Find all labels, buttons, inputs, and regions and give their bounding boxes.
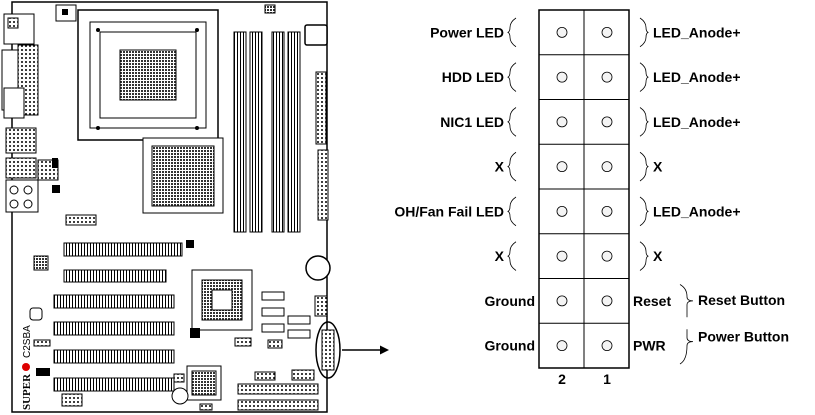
pin-1 [601, 26, 613, 38]
pin-10 [556, 205, 568, 217]
right-brace [639, 241, 649, 271]
header-highlight-ellipse [315, 321, 341, 379]
right-brace [639, 62, 649, 92]
pin-label-right: LED_Anode+ [653, 24, 741, 40]
pin-7 [601, 161, 613, 173]
right-brace [639, 17, 649, 48]
pin-label-left: OH/Fan Fail LED [394, 203, 504, 219]
right-brace [639, 151, 649, 182]
pin-4 [556, 71, 568, 83]
pin-2 [556, 26, 568, 38]
pin-label-right: PWR [633, 338, 666, 354]
left-brace [507, 62, 517, 92]
left-brace [507, 241, 517, 271]
pin-label-left: Power LED [430, 24, 504, 40]
pin-9 [601, 205, 613, 217]
rear-io-panel [1, 13, 60, 213]
pin-label-left: X [495, 248, 505, 264]
pin-13 [601, 295, 613, 307]
atx-power-connector [315, 71, 327, 145]
northbridge-chip [142, 137, 224, 214]
pin-label-right: Reset [633, 293, 671, 309]
pin-label-left: NIC1 LED [440, 114, 504, 130]
button-label: Power Button [698, 329, 789, 345]
cmos-battery [305, 255, 331, 281]
power-brace [679, 329, 694, 365]
board-brand: SUPER [21, 373, 33, 410]
pin-6 [556, 116, 568, 128]
pin-15 [601, 340, 613, 352]
pin-14 [556, 295, 568, 307]
pin-label-left: Ground [484, 293, 535, 309]
button-label: Reset Button [698, 292, 785, 308]
pin-5 [601, 116, 613, 128]
callout-arrow [342, 345, 389, 355]
super-io-chip [186, 365, 222, 401]
left-brace [507, 151, 517, 182]
pin-label-right: LED_Anode+ [653, 203, 741, 219]
pin-label-left: X [495, 159, 505, 175]
left-brace [507, 196, 517, 227]
expansion-slots [53, 242, 183, 392]
pin-11 [601, 250, 613, 262]
pin-label-right: LED_Anode+ [653, 114, 741, 130]
column-label-1: 1 [603, 371, 611, 387]
right-brace [639, 107, 649, 137]
column-label-2: 2 [558, 371, 566, 387]
memory-slots [233, 31, 301, 233]
reset-brace [679, 284, 694, 318]
left-brace [507, 17, 517, 48]
front-panel-header [321, 329, 335, 371]
brand-logo-dot [22, 363, 30, 371]
pin-label-right: X [653, 248, 663, 264]
motherboard: SUPER C2SBA [1, 1, 341, 413]
pin-8 [556, 161, 568, 173]
pin-label-left: HDD LED [442, 69, 504, 85]
southbridge-chip [191, 269, 253, 331]
pin-3 [601, 71, 613, 83]
pin-label-left: Ground [484, 338, 535, 354]
pin-label-right: X [653, 159, 663, 175]
sata-connectors [261, 291, 311, 339]
right-brace [639, 196, 649, 227]
board-model: C2SBA [22, 325, 33, 358]
pin-16 [556, 340, 568, 352]
connector-pinout: Power LED LED_Anode+ HDD LED LED_Anode+ NIC1… [394, 9, 789, 387]
pin-label-right: LED_Anode+ [653, 69, 741, 85]
cpu-socket [77, 9, 219, 141]
pin-12 [556, 250, 568, 262]
left-brace [507, 107, 517, 137]
